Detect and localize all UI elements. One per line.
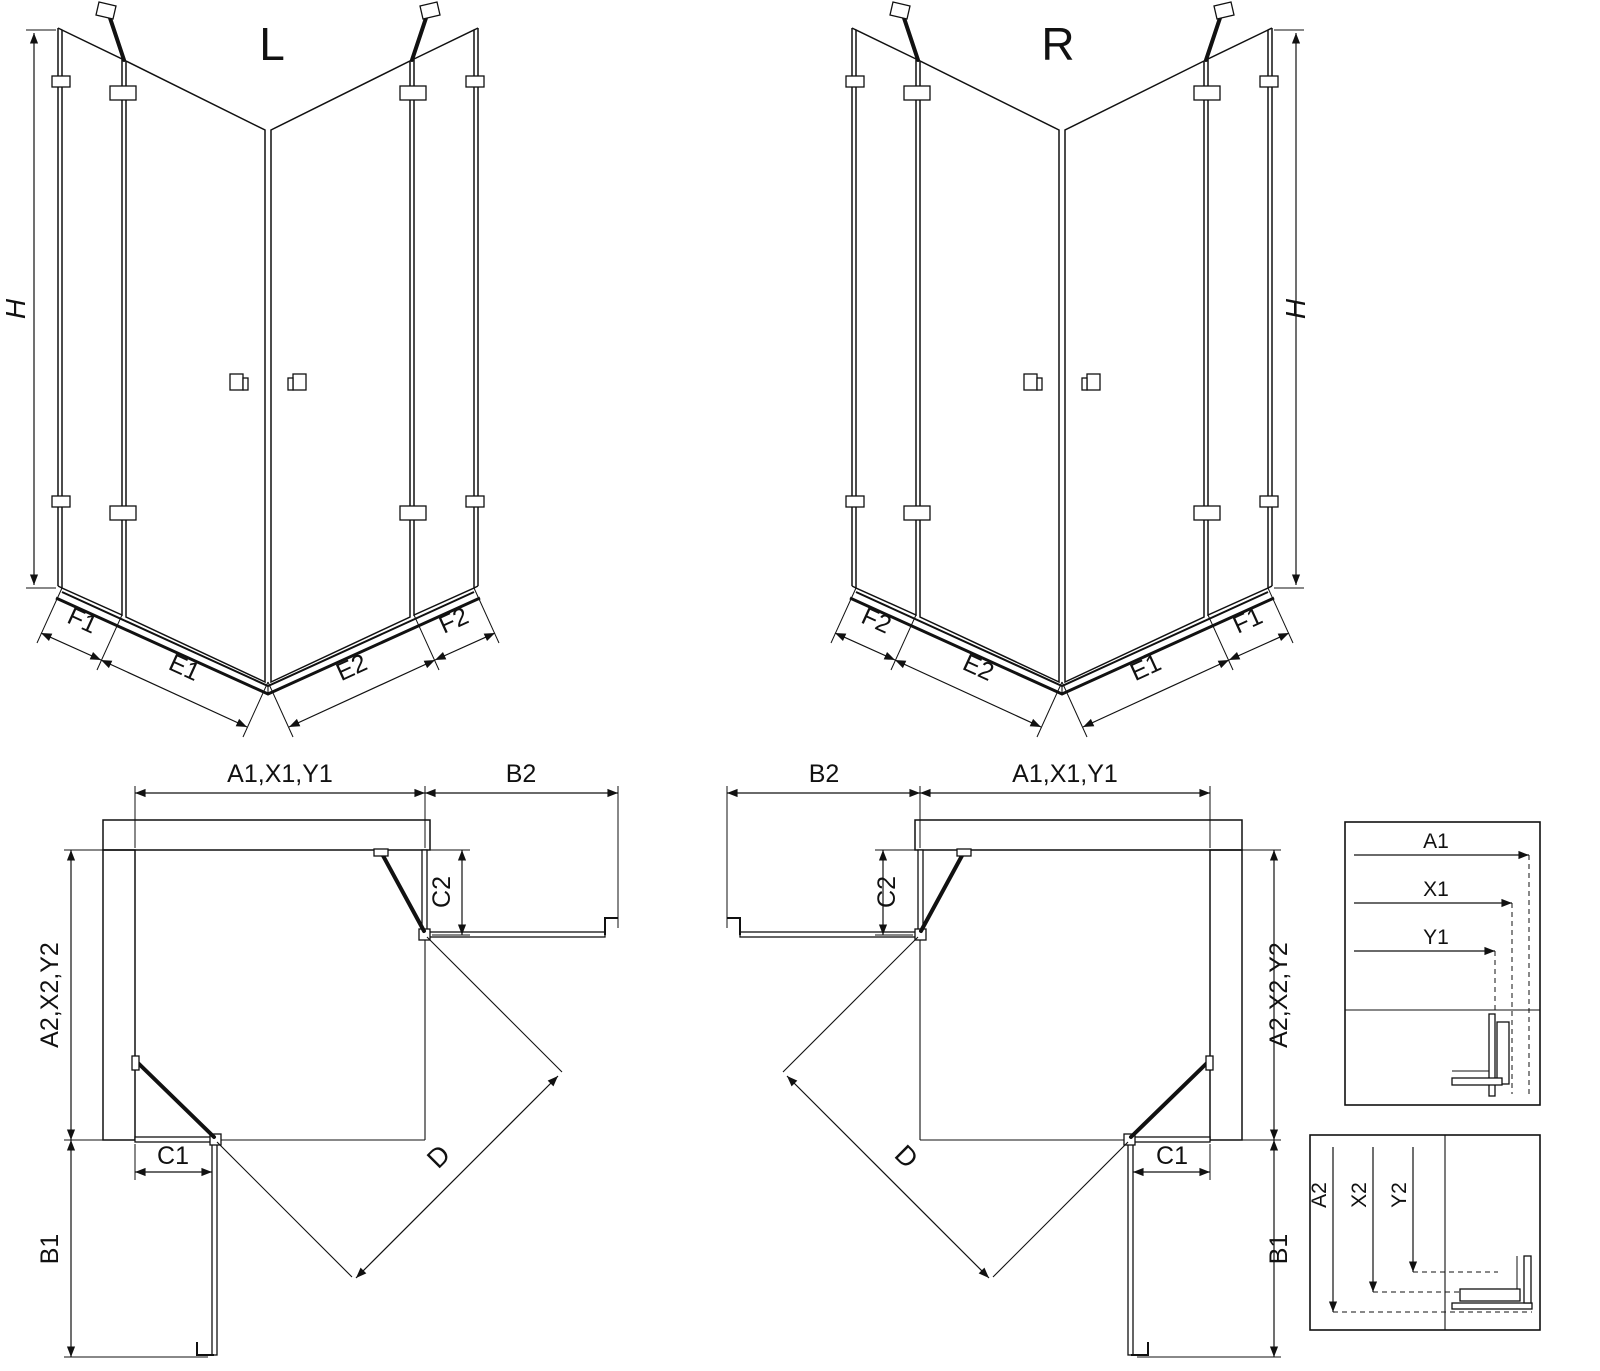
dim-label-d-right: D: [889, 1139, 924, 1174]
detail-box-width: A1 X1 Y1: [1344, 821, 1541, 1106]
dim-label-b1-right: B1: [1265, 1234, 1293, 1265]
dim-label-a2x2y2-left: A2,X2,Y2: [36, 942, 64, 1048]
dim-label-a2x2y2-right: A2,X2,Y2: [1265, 942, 1293, 1048]
dim-label-h-right: H: [1280, 298, 1311, 319]
detail-label-x2: X2: [1348, 1182, 1371, 1208]
dim-label-h-left: H: [0, 298, 31, 319]
detail-label-y1: Y1: [1423, 926, 1449, 949]
detail-label-a1: A1: [1423, 830, 1449, 853]
cabin-3d-right: R H F2 E2 E1 F1: [831, 2, 1311, 737]
variant-label-right: R: [1041, 18, 1074, 70]
detail-label-a2: A2: [1308, 1182, 1331, 1208]
dim-label-b2-right: B2: [809, 760, 840, 788]
variant-label-left: L: [259, 18, 285, 70]
cabin-3d-left: L H F1 E1 E2 F2: [0, 2, 499, 737]
profile-detail-width: [1451, 1013, 1510, 1097]
dim-label-c1-right: C1: [1156, 1142, 1188, 1170]
dim-label-b1-left: B1: [36, 1234, 64, 1265]
dim-label-d-left: D: [421, 1139, 456, 1174]
dim-label-a1x1y1-right: A1,X1,Y1: [1012, 760, 1118, 788]
detail-label-y2: Y2: [1388, 1182, 1411, 1208]
dim-label-c2-left: C2: [428, 876, 456, 908]
plan-view-left: A1,X1,Y1 B2 A2,X2,Y2 C2 C1 B1 D: [36, 760, 618, 1357]
dim-label-c2-right: C2: [873, 876, 901, 908]
dim-label-c1-left: C1: [157, 1142, 189, 1170]
dim-label-b2-left: B2: [506, 760, 537, 788]
dim-label-a1x1y1-left: A1,X1,Y1: [227, 760, 333, 788]
plan-view-right: B2 A1,X1,Y1 C2 A2,X2,Y2 C1 B1 D: [727, 760, 1293, 1357]
profile-detail-depth: [1451, 1255, 1533, 1310]
detail-box-depth: A2 X2 Y2: [1308, 1134, 1541, 1331]
detail-label-x1: X1: [1423, 878, 1449, 901]
